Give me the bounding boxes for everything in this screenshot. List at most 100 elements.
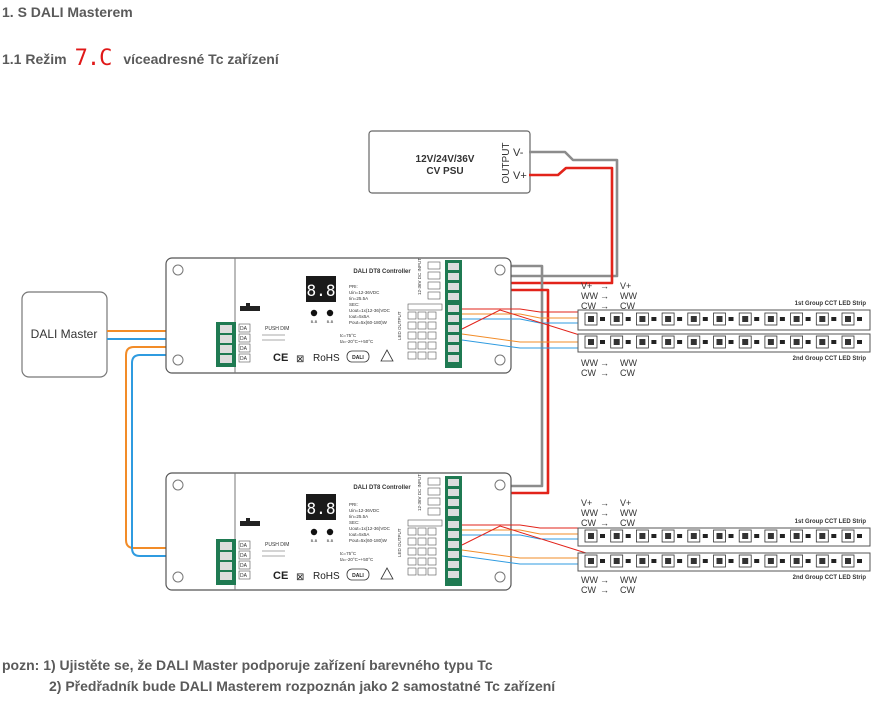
resistor [702,340,708,344]
led-chip-core [665,558,672,564]
page-heading: 1. S DALI Masterem [2,4,133,20]
strip-label-1b: 1st Group CCT LED Strip [795,519,867,525]
svg-text:Pout=5x(60-180)W: Pout=5x(60-180)W [349,320,388,325]
svg-text:CE: CE [273,352,288,364]
svg-text:B-B: B-B [311,319,318,324]
svg-text:→: → [600,281,609,291]
notes: pozn: 1) Ujistěte se, že DALI Master pod… [2,655,555,697]
svg-text:→: → [600,301,609,311]
resistor [600,317,605,321]
led-chip-core [793,316,800,322]
svg-text:tc=75°C: tc=75°C [340,333,357,338]
svg-text:CW: CW [620,301,635,311]
led-chip-core [613,558,620,564]
svg-text:DA: DA [240,563,248,569]
psu-vplus: V+ [513,170,527,182]
svg-text:CW: CW [581,585,596,595]
led-chip-core [845,558,851,564]
svg-text:Uin=12-36VDC: Uin=12-36VDC [349,508,380,513]
led-chip-core [742,339,749,345]
svg-text:⊠: ⊠ [296,354,304,365]
led-chip-core [690,533,697,539]
led-chip-core [742,533,749,539]
svg-text:12-36V DC INPUT: 12-36V DC INPUT [417,258,422,295]
svg-text:LED OUTPUT: LED OUTPUT [397,311,402,340]
resistor [754,559,760,563]
svg-text:DA: DA [240,553,248,559]
display-1: 8.8 [307,281,336,300]
led-chip-core [767,533,774,539]
svg-text:ta=-20°C~+50°C: ta=-20°C~+50°C [340,557,374,562]
svg-text:12-36V DC INPUT: 12-36V DC INPUT [417,474,422,511]
svg-text:→: → [600,585,609,595]
controller-title-1: DALI DT8 Controller [353,269,411,275]
svg-text:WW: WW [620,358,637,368]
svg-text:→: → [600,518,609,528]
svg-text:→: → [600,368,609,378]
led-chip-core [742,316,749,322]
psu-type: CV PSU [426,166,463,177]
svg-text:DA: DA [240,346,248,352]
svg-text:CW: CW [581,518,596,528]
resistor [702,317,708,321]
resistor [651,534,657,538]
led-chip-core [793,533,800,539]
led-chip-core [845,316,851,322]
led-chip-core [793,339,800,345]
led-chip-core [819,533,826,539]
svg-text:V+: V+ [581,498,592,508]
resistor [805,534,811,538]
resistor [831,340,837,344]
svg-text:ta=-20°C~+50°C: ta=-20°C~+50°C [340,339,374,344]
svg-text:DA: DA [240,336,248,342]
psu-vminus: V- [513,147,524,159]
resistor [728,340,734,344]
led-chip-core [613,339,620,345]
led-chip-core [639,339,646,345]
resistor [728,534,734,538]
resistor [857,559,862,563]
svg-text:PRI:: PRI: [349,502,358,507]
svg-text:WW: WW [620,575,637,585]
svg-text:B-B: B-B [311,538,318,543]
psu-voltage: 12V/24V/36V [416,154,475,165]
resistor [702,559,708,563]
led-wires-1 [461,308,587,349]
led-chip-core [819,558,826,564]
led-chip-core [665,316,672,322]
note-2: 2) Předřadník bude DALI Masterem rozpozn… [49,678,556,694]
resistor [625,534,631,538]
resistor [600,559,605,563]
led-chip-core [767,558,774,564]
led-chip-core [742,558,749,564]
svg-text:LED OUTPUT: LED OUTPUT [397,528,402,557]
svg-text:B-B: B-B [327,538,334,543]
svg-text:Uin=12-36VDC: Uin=12-36VDC [349,290,380,295]
resistor [625,317,631,321]
wire-labels: V+→V+ WW→WW CW→CW WW→WW CW→CW V+→V+ WW→W… [581,281,637,595]
led-chip-core [767,339,774,345]
svg-text:→: → [600,575,609,585]
led-chip-core [716,558,723,564]
svg-text:CW: CW [620,368,635,378]
svg-text:Iout=5x5A: Iout=5x5A [349,314,369,319]
resistor [651,340,657,344]
led-strips: 1st Group CCT LED Strip 2nd Group CCT LE… [577,301,871,581]
svg-text:Uout=1x(12-36)VDC: Uout=1x(12-36)VDC [349,526,391,531]
svg-text:Iout=5x5A: Iout=5x5A [349,532,369,537]
psu-box: 12V/24V/36V CV PSU OUTPUT V- V+ [368,130,531,194]
led-chip-core [793,558,800,564]
resistor [857,534,862,538]
svg-text:WW: WW [620,291,637,301]
led-chip-core [665,533,672,539]
resistor [779,317,785,321]
resistor [600,340,605,344]
note-1: pozn: 1) Ujistěte se, že DALI Master pod… [2,657,493,673]
resistor [779,340,785,344]
resistor [728,559,734,563]
svg-text:PRI:: PRI: [349,284,358,289]
led-chip-core [588,533,594,539]
resistor [831,559,837,563]
svg-text:SEC:: SEC: [349,302,360,307]
